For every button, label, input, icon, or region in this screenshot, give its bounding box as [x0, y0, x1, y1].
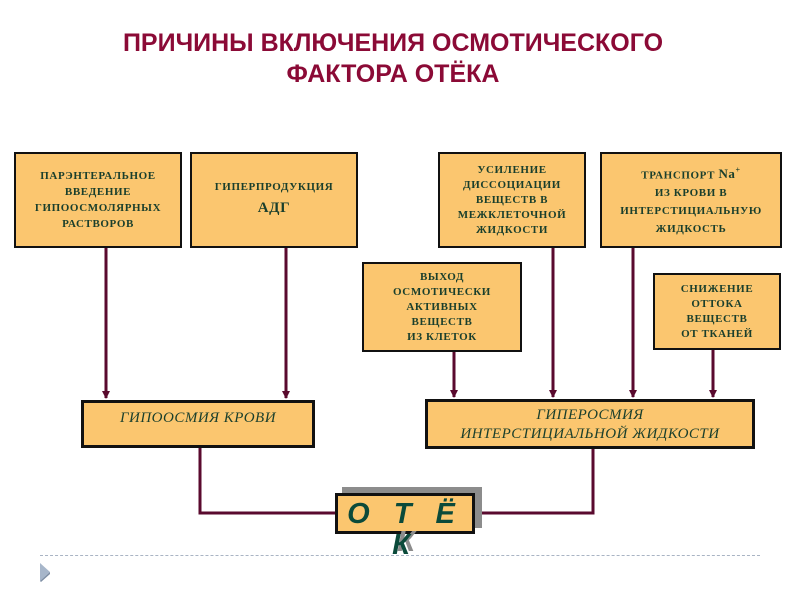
- cause-adh-hyperproduction: ГИПЕРПРОДУКЦИЯ АДГ: [190, 152, 358, 248]
- outcome-text-line: ГИПЕРОСМИЯ: [536, 407, 644, 423]
- outcome-blood-hypoosmia: ГИПООСМИЯ КРОВИ: [81, 400, 315, 448]
- cause-text-line: ОТТОКА: [691, 297, 743, 310]
- cause-text-line: ЖИДКОСТЬ: [655, 223, 727, 236]
- outcome-text-line: ИНТЕРСТИЦИАЛЬНОЙ ЖИДКОСТИ: [460, 426, 720, 442]
- cause-text-line: ГИПООСМОЛЯРНЫХ: [34, 202, 162, 214]
- cause-text-line: УСИЛЕНИЕ: [477, 163, 547, 176]
- edema-box: [335, 493, 475, 534]
- arrow-hyperosmia-to-edema: [473, 448, 595, 517]
- cause-text-line: МЕЖКЛЕТОЧНОЙ: [457, 208, 567, 221]
- slide-bullet-arrow-icon: [40, 563, 50, 582]
- edema-label-line-2-shadow: К: [397, 526, 423, 558]
- cause-reduced-outflow: СНИЖЕНИЕ ОТТОКА ВЕЩЕСТВ ОТ ТКАНЕЙ: [653, 273, 781, 350]
- charge-superscript: +: [735, 165, 741, 175]
- cause-text-line: ОТ ТКАНЕЙ: [681, 327, 753, 340]
- cause-text-line: РАСТВОРОВ: [62, 218, 134, 230]
- cause-text-line: АКТИВНЫХ: [406, 300, 478, 313]
- edema-label-line-2: К: [392, 529, 418, 561]
- cause-text-line: ОСМОТИЧЕСКИ: [393, 285, 491, 298]
- cause-text-line: ИЗ КЛЕТОК: [407, 330, 477, 343]
- cause-text-line: АДГ: [257, 200, 291, 216]
- cause-text-line: ПАРЭНТЕРАЛЬНОЕ: [40, 170, 156, 182]
- cause-text-line: ВВЕДЕНИЕ: [64, 186, 132, 198]
- sodium-symbol: Na+: [718, 166, 740, 181]
- cause-text-line: ВЕЩЕСТВ: [686, 312, 748, 325]
- chem-symbol: Na: [718, 166, 736, 182]
- cause-sodium-transport: ТРАНСПОРТ Na+ ИЗ КРОВИ В ИНТЕРСТИЦИАЛЬНУ…: [600, 152, 782, 248]
- outcome-interstitial-hyperosmia: ГИПЕРОСМИЯ ИНТЕРСТИЦИАЛЬНОЙ ЖИДКОСТИ: [425, 399, 755, 449]
- cause-text-line: ИНТЕРСТИЦИАЛЬНУЮ: [620, 205, 762, 218]
- cause-text-line: ТРАНСПОРТ Na+: [641, 162, 740, 184]
- title-line-2: ФАКТОРА ОТЁКА: [286, 60, 500, 88]
- cause-text-line: ВЕЩЕСТВ В: [475, 193, 549, 206]
- edema-label-line-1: О Т Ё: [347, 498, 463, 530]
- slide-title: ПРИЧИНЫ ВКЛЮЧЕНИЯ ОСМОТИЧЕСКОГО ФАКТОРА …: [0, 28, 786, 90]
- cause-text-line: ВЕЩЕСТВ: [411, 315, 473, 328]
- footer-divider: [40, 555, 760, 556]
- outcome-text: ГИПООСМИЯ КРОВИ: [119, 410, 277, 426]
- arrow-hypoosmia-to-edema: [198, 447, 344, 517]
- cause-parenteral-hypoosmolar-solutions: ПАРЭНТЕРАЛЬНОЕ ВВЕДЕНИЕ ГИПООСМОЛЯРНЫХ Р…: [14, 152, 182, 248]
- cause-text-line: СНИЖЕНИЕ: [680, 282, 754, 295]
- cause-text-line: ДИССОЦИАЦИИ: [463, 178, 561, 191]
- cause-osmotic-substances-release: ВЫХОД ОСМОТИЧЕСКИ АКТИВНЫХ ВЕЩЕСТВ ИЗ КЛ…: [362, 262, 522, 352]
- cause-text-line: ЖИДКОСТИ: [475, 223, 549, 236]
- cause-text-line: ГИПЕРПРОДУКЦИЯ: [214, 181, 334, 193]
- cause-text-fragment: ТРАНСПОРТ: [641, 169, 719, 182]
- cause-text-line: ИЗ КРОВИ В: [654, 187, 728, 200]
- title-line-1: ПРИЧИНЫ ВКЛЮЧЕНИЯ ОСМОТИЧЕСКОГО: [122, 29, 664, 57]
- cause-dissociation-increase: УСИЛЕНИЕ ДИССОЦИАЦИИ ВЕЩЕСТВ В МЕЖКЛЕТОЧ…: [438, 152, 586, 248]
- cause-text-line: ВЫХОД: [419, 270, 465, 283]
